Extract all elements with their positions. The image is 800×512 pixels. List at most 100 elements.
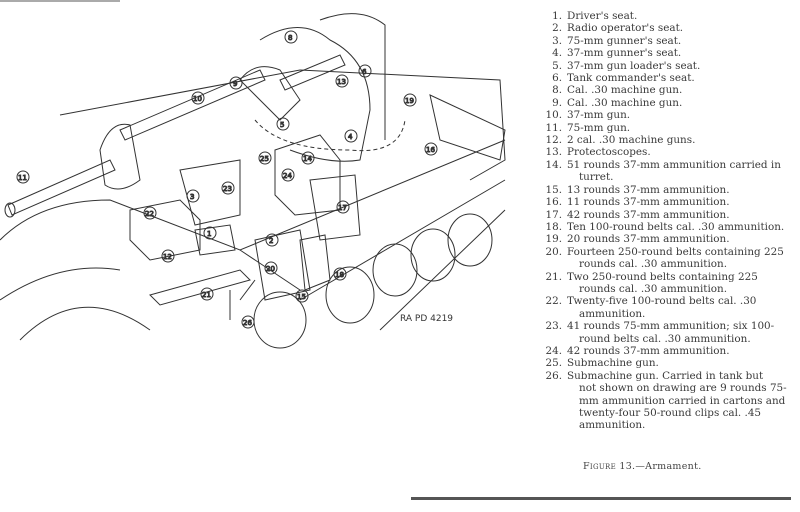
legend-text-main: 41 rounds 75-mm ammunition; six 100-	[567, 320, 775, 333]
legend-text-continuation: not shown on drawing are 9 rounds 75-mm …	[579, 382, 787, 432]
legend-number: 8.	[552, 84, 562, 97]
plate-id: RA PD 4219	[400, 314, 454, 324]
legend-item: 2. Radio operator's seat.	[540, 22, 790, 34]
callout-25: 25	[258, 151, 272, 165]
legend-text-main: Radio operator's seat.	[567, 22, 684, 35]
legend-item: 8. Cal. .30 machine gun.	[540, 84, 790, 96]
legend-text-main: 20 rounds 37-mm ammunition.	[567, 233, 730, 246]
legend-text: 37-mm gunner's seat.	[567, 47, 790, 59]
legend-text-main: 42 rounds 37-mm ammunition.	[567, 344, 730, 357]
legend-item: 23.41 rounds 75-mm ammunition; six 100-r…	[540, 320, 790, 345]
legend-text: 75-mm gun.	[567, 122, 790, 134]
legend-text: Cal. .30 machine gun.	[567, 97, 790, 109]
svg-text:10: 10	[193, 95, 202, 103]
callout-15: 15	[295, 289, 309, 303]
legend-text-main: 75-mm gun.	[567, 121, 631, 134]
legend-number: 22.	[545, 295, 562, 308]
svg-text:9: 9	[233, 80, 237, 88]
legend-text-main: 42 rounds 37-mm ammunition.	[567, 208, 730, 221]
legend-text: 75-mm gunner's seat.	[567, 35, 790, 47]
legend-item: 16.11 rounds 37-mm ammunition.	[540, 196, 790, 208]
legend-item: 24.42 rounds 37-mm ammunition.	[540, 345, 790, 357]
svg-text:19: 19	[405, 97, 414, 105]
legend-text: Protectoscopes.	[567, 146, 790, 158]
legend-text-main: 11 rounds 37-mm ammunition.	[567, 196, 730, 209]
legend-text-main: Cal. .30 machine gun.	[567, 84, 683, 97]
legend-text: 42 rounds 37-mm ammunition.	[567, 209, 790, 221]
legend-text-main: Cal. .30 machine gun.	[567, 96, 683, 109]
legend-number: 2.	[552, 22, 562, 35]
svg-text:20: 20	[266, 265, 275, 273]
legend-number: 15.	[545, 183, 562, 196]
75mm-gun	[4, 123, 141, 218]
road-wheels	[253, 179, 506, 349]
legend-item: 15. 13 rounds 37-mm ammunition.	[540, 184, 790, 196]
legend-number: 6.	[552, 72, 562, 85]
callout-22: 22	[143, 206, 157, 220]
legend-text: 42 rounds 37-mm ammunition.	[567, 345, 790, 357]
legend-item: 25. Submachine gun.	[540, 357, 790, 369]
legend-text: Submachine gun.	[567, 357, 790, 369]
svg-text:23: 23	[223, 185, 232, 193]
svg-text:13: 13	[337, 78, 346, 86]
legend-number: 21.	[545, 270, 562, 283]
svg-text:6: 6	[362, 68, 367, 76]
legend-number: 25.	[545, 357, 562, 370]
legend-item: 12.2 cal. .30 machine guns.	[540, 134, 790, 146]
legend-text: 37-mm gun.	[567, 109, 790, 121]
legend-text: 2 cal. .30 machine guns.	[567, 134, 790, 146]
legend-text: 41 rounds 75-mm ammunition; six 100-roun…	[567, 320, 790, 345]
ammo-boxes	[129, 134, 361, 301]
legend-text-main: 37-mm gun loader's seat.	[567, 59, 701, 72]
legend-text-main: 13 rounds 37-mm ammunition.	[567, 183, 730, 196]
callout-20: 20	[264, 261, 278, 275]
svg-text:21: 21	[202, 291, 211, 299]
callout-14: 14	[301, 151, 315, 165]
legend-number: 14.	[545, 158, 562, 171]
callout-17: 17	[336, 200, 350, 214]
svg-text:14: 14	[303, 155, 312, 163]
legend-item: 4.37-mm gunner's seat.	[540, 47, 790, 59]
legend-number: 18.	[545, 220, 562, 233]
legend-text: Driver's seat.	[567, 10, 790, 22]
legend-text: Ten 100-round belts cal. .30 ammunition.	[567, 221, 790, 233]
svg-text:22: 22	[145, 210, 154, 218]
svg-text:17: 17	[338, 204, 347, 212]
callout-4: 4	[344, 129, 358, 143]
legend-text-main: Driver's seat.	[567, 10, 638, 22]
svg-text:2: 2	[269, 237, 273, 245]
legend-text-continuation: turret.	[579, 171, 614, 184]
legend-text-main: Tank commander's seat.	[567, 72, 695, 85]
figure-caption: Figure 13.—Armament.	[583, 461, 702, 472]
callout-12: 12	[161, 249, 175, 263]
caption-title: —Armament.	[635, 461, 702, 472]
legend-number: 13.	[545, 146, 562, 159]
legend-list: 1.Driver's seat.2. Radio operator's seat.…	[540, 10, 790, 432]
callout-23: 23	[221, 181, 235, 195]
legend-number: 11.	[545, 121, 562, 134]
legend-text-main: Protectoscopes.	[567, 146, 651, 159]
legend-number: 3.	[552, 34, 562, 47]
legend-text: Radio operator's seat.	[567, 22, 790, 34]
svg-text:26: 26	[243, 319, 252, 327]
legend-item: 5. 37-mm gun loader's seat.	[540, 60, 790, 72]
tank-hull	[0, 69, 506, 341]
legend-number: 5.	[552, 59, 562, 72]
callout-3: 3	[186, 189, 200, 203]
legend-number: 26.	[545, 369, 562, 382]
legend-text-main: 37-mm gunner's seat.	[567, 47, 682, 60]
callout-9: 9	[229, 76, 243, 90]
turret	[254, 13, 406, 162]
svg-text:18: 18	[335, 271, 344, 279]
tank-armament-drawing: 1 2 3 4 5 6 8 9 10 11 12 13 14 15 16 17 …	[0, 0, 515, 390]
svg-text:1: 1	[207, 230, 211, 238]
legend-text: Tank commander's seat.	[567, 72, 790, 84]
legend-text-main: Twenty-five 100-round belts cal. .30	[567, 295, 757, 308]
legend-item: 19.20 rounds 37-mm ammunition.	[540, 233, 790, 245]
legend-item: 1.Driver's seat.	[540, 10, 790, 22]
callout-18: 18	[333, 267, 347, 281]
